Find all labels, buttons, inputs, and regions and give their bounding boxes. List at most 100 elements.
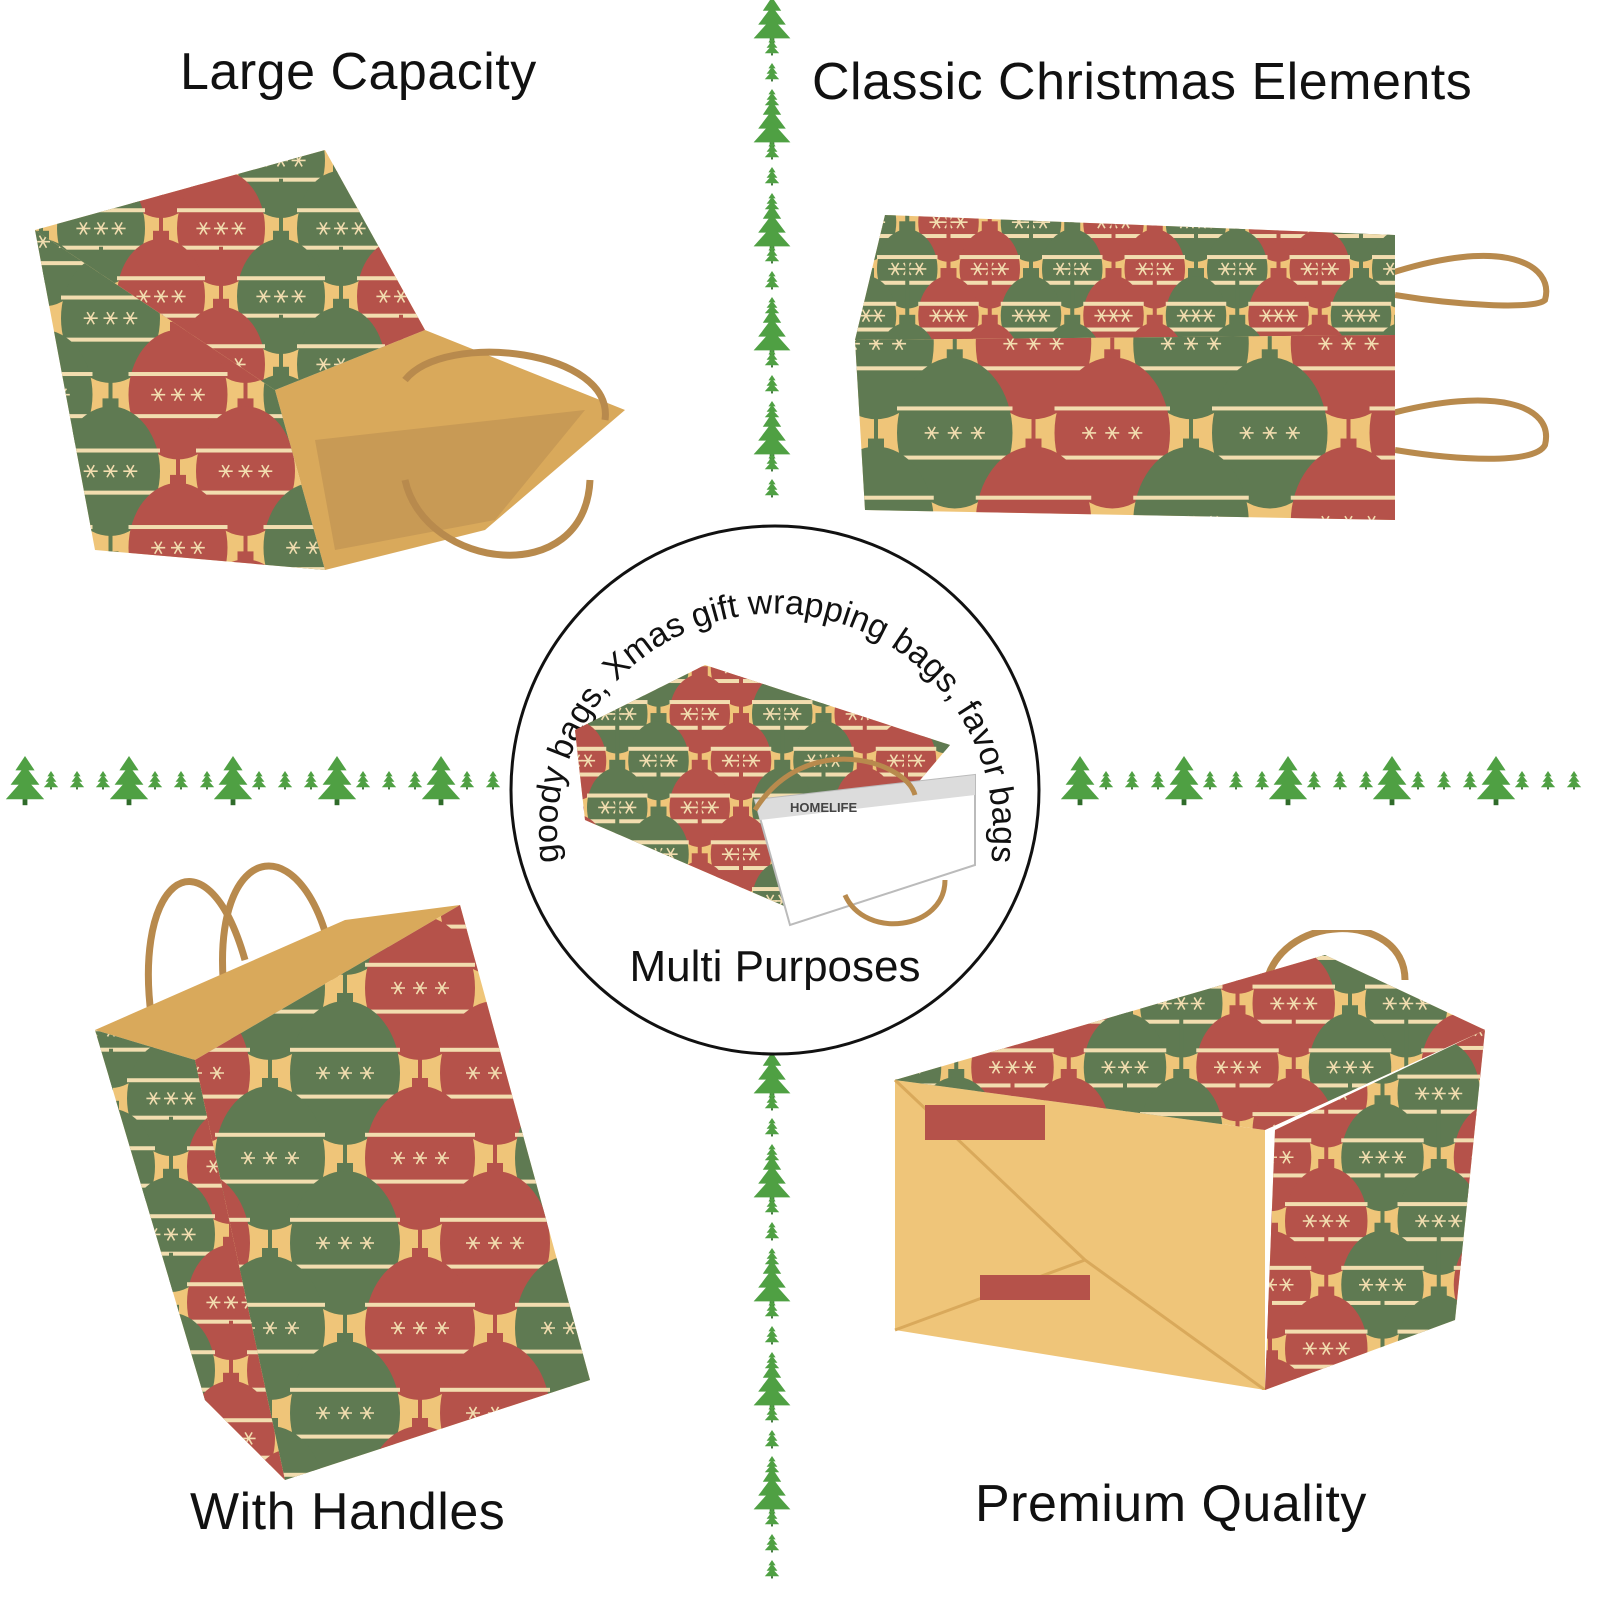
snowflake-icon [164, 1363, 178, 1377]
christmas-tree-icon [764, 479, 780, 498]
snowflake-icon [1176, 215, 1191, 229]
ornament-icon [290, 1281, 400, 1480]
snowflake-icon [1214, 1060, 1228, 1074]
snowflake-icon [218, 464, 233, 478]
snowflake-icon [1335, 1214, 1350, 1228]
snowflake-icon [413, 1321, 427, 1335]
christmas-tree-icon [1476, 756, 1516, 806]
ornament-icon [1341, 1170, 1424, 1339]
snowflake-icon [1327, 934, 1341, 946]
christmas-tree-icon [485, 771, 501, 790]
ornament-icon [1165, 216, 1227, 340]
snowflake-icon [466, 1406, 480, 1420]
snowflake-icon [206, 1295, 221, 1309]
snowflake-icon [224, 1295, 238, 1309]
snowflake-icon [1443, 427, 1457, 439]
ornament-icon [1054, 335, 1170, 509]
snowflake-icon [258, 464, 273, 478]
snowflake-icon [540, 614, 554, 626]
snowflake-icon [171, 541, 185, 555]
snowflake-icon [334, 221, 348, 235]
snowflake-icon [1364, 337, 1379, 351]
snowflake-icon [1472, 1189, 1486, 1201]
christmas-tree-icon [764, 245, 780, 264]
snowflake-icon [1259, 215, 1274, 229]
snowflake-icon [1259, 309, 1274, 323]
christmas-tree-icon [1254, 771, 1270, 790]
book-label: HOMELIFE [790, 800, 857, 815]
snowflake-icon [224, 1431, 238, 1445]
ornament-icon [1289, 262, 1350, 340]
snowflake-icon [263, 1321, 277, 1335]
christmas-tree-icon [764, 1300, 780, 1319]
snowflake-icon [171, 153, 186, 167]
snowflake-icon [1375, 1150, 1390, 1164]
snowflake-icon [338, 1406, 352, 1420]
snowflake-icon [1247, 934, 1261, 946]
ornament-icon [1372, 314, 1395, 340]
ornament-icon [1397, 1107, 1480, 1275]
ornament-icon [1000, 216, 1062, 340]
snowflake-icon [1052, 515, 1061, 520]
ornament-icon [417, 170, 450, 286]
snowflake-icon [541, 1151, 555, 1165]
christmas-tree-icon [753, 1052, 791, 1100]
snowflake-icon [528, 614, 542, 626]
snowflake-icon [1207, 960, 1221, 972]
badge-title: Multi Purposes [629, 942, 921, 991]
snowflake-icon [1415, 960, 1429, 972]
snowflake-icon [510, 1406, 524, 1420]
snowflake-icon [1239, 426, 1254, 440]
snowflake-icon [1456, 934, 1470, 946]
snowflake-icon [391, 1151, 405, 1165]
christmas-tree-icon [764, 1326, 780, 1345]
snowflake-icon [436, 222, 450, 234]
snowflake-icon [488, 1236, 502, 1250]
snowflake-icon [1223, 960, 1237, 972]
ornament-icon [1133, 335, 1249, 420]
snowflake-icon [111, 221, 126, 235]
snowflake-icon [1159, 262, 1174, 276]
christmas-tree-icon [1436, 771, 1452, 790]
snowflake-icon [123, 311, 138, 325]
snowflake-icon [1026, 337, 1041, 351]
snowflake-icon [238, 464, 253, 478]
snowflake-icon [1341, 309, 1356, 323]
snowflake-icon [941, 309, 956, 323]
snowflake-icon [376, 153, 391, 167]
snowflake-icon [166, 1407, 180, 1419]
snowflake-icon [121, 1295, 136, 1309]
snowflake-icon [1415, 1087, 1430, 1100]
snowflake-icon [291, 289, 306, 303]
snowflake-icon [214, 221, 228, 235]
snowflake-icon [1283, 309, 1298, 323]
snowflake-icon [1397, 248, 1411, 260]
snowflake-icon [285, 1151, 299, 1165]
snowflake-icon [52, 426, 66, 438]
snowflake-icon [154, 289, 168, 303]
snowflake-icon [1214, 934, 1228, 946]
snowflake-icon [171, 289, 186, 303]
snowflake-icon [171, 388, 185, 402]
ornament-icon [590, 1281, 595, 1480]
christmas-tree-icon [764, 141, 780, 160]
snowflake-icon [895, 1060, 907, 1074]
snowflake-icon [585, 1321, 590, 1335]
ornament-icon [1421, 934, 1485, 994]
christmas-tree-icon [764, 349, 780, 368]
snowflake-icon [84, 159, 98, 171]
snowflake-icon [103, 464, 118, 478]
snowflake-icon [1424, 216, 1438, 228]
snowflake-icon [316, 221, 331, 235]
ornament-icon [1123, 1080, 1127, 1130]
snowflake-icon [256, 289, 271, 303]
snowflake-icon [95, 982, 105, 994]
snowflake-icon [338, 1066, 352, 1080]
christmas-tree-icon [303, 771, 319, 790]
ornament-icon [897, 335, 1013, 509]
snowflake-icon [1431, 1087, 1446, 1100]
snowflake-icon [196, 221, 211, 235]
ornament-icon [237, 314, 325, 390]
snowflake-icon [1102, 934, 1116, 946]
snowflake-icon [25, 290, 30, 302]
